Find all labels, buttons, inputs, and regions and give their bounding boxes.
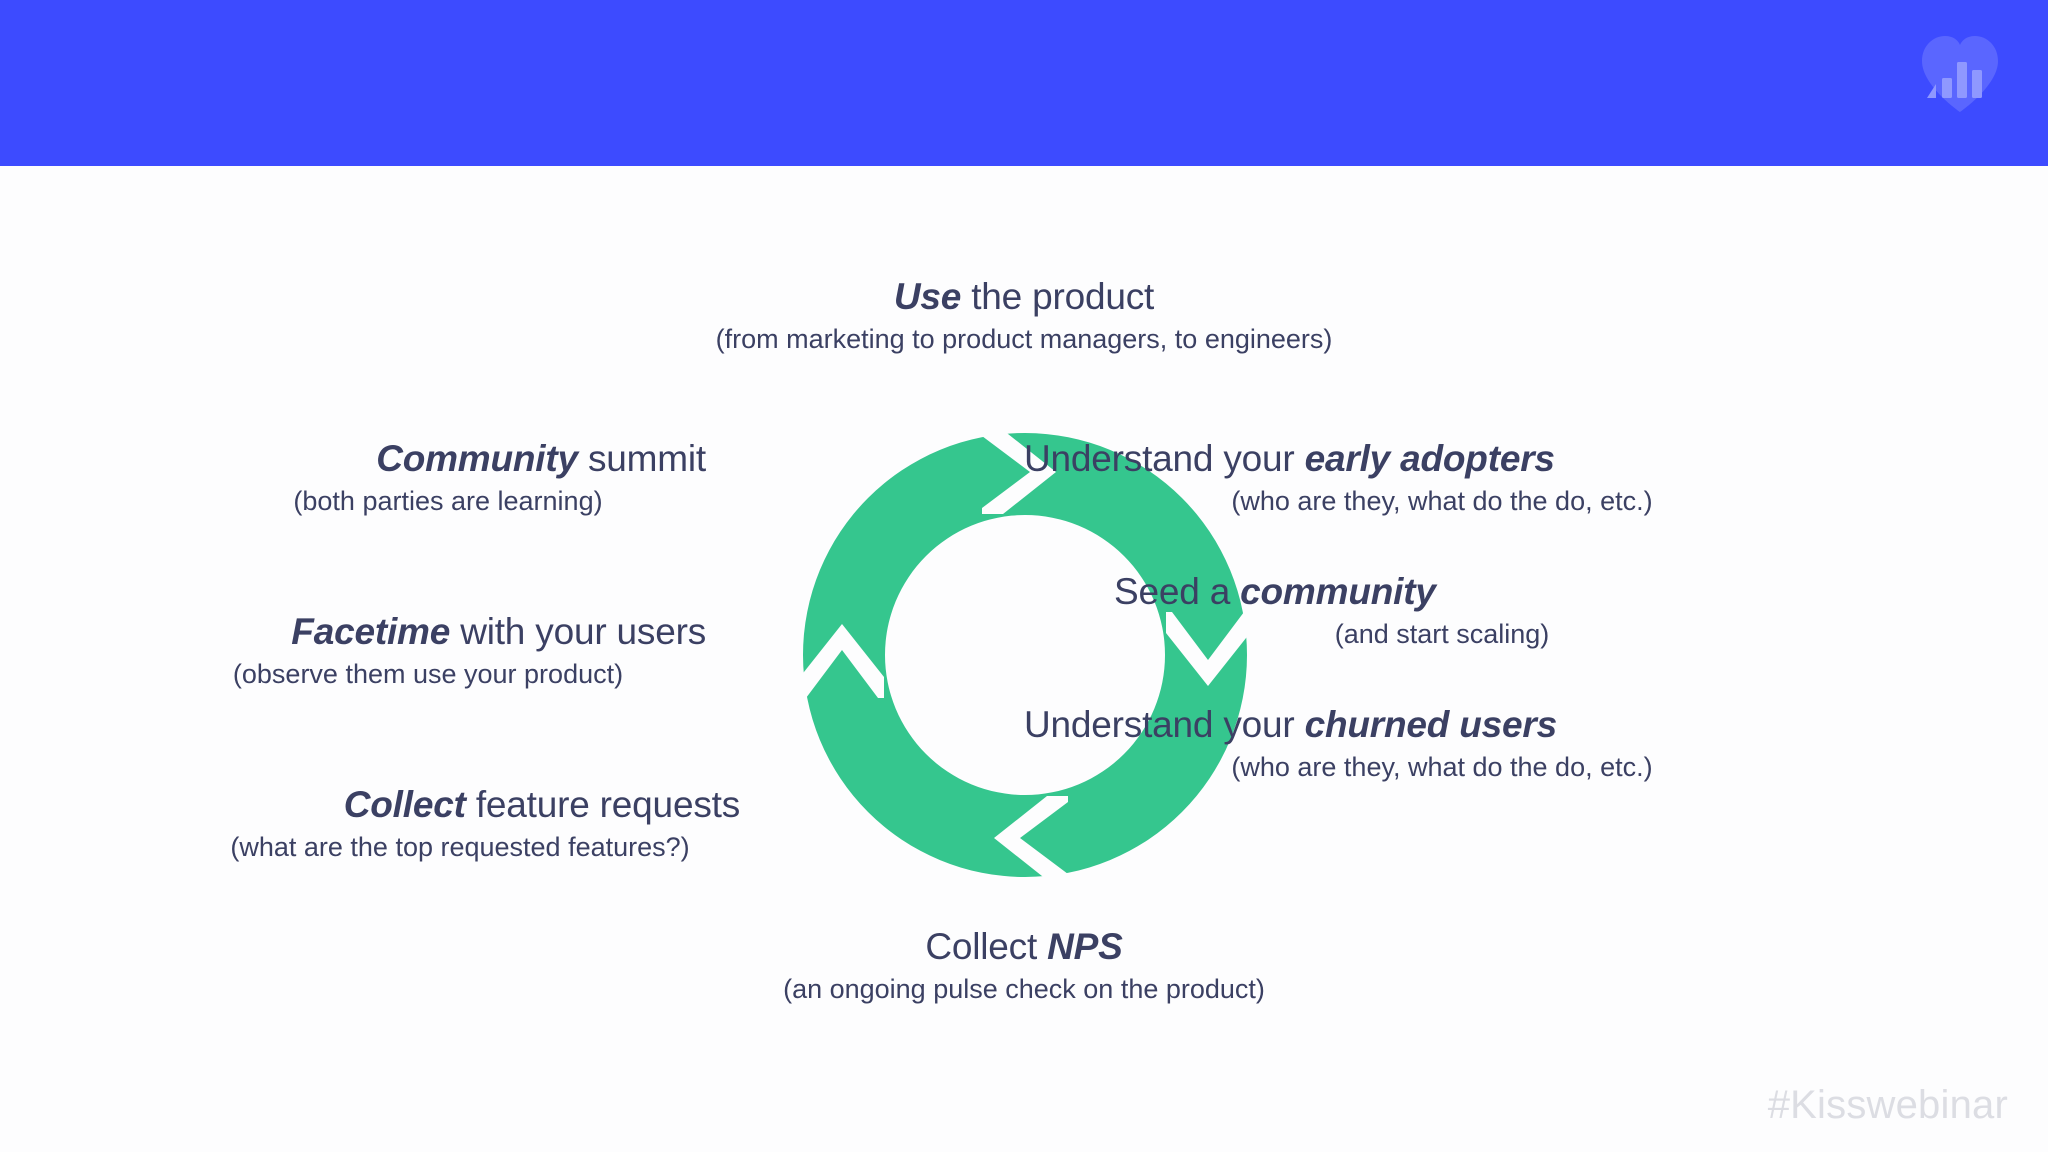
- callout-headline: Understand your churned users: [1024, 706, 1860, 743]
- circular-cycle-diagram: [798, 428, 1252, 882]
- callout-headline-rest: feature requests: [465, 784, 740, 825]
- callout-subline: (observe them use your product): [232, 659, 624, 689]
- callout-headline-rest: summit: [577, 438, 706, 479]
- callout-headline-pre: Collect: [925, 926, 1048, 967]
- callout-headline: Use the product: [424, 278, 1624, 315]
- arrowhead-notch-top: [982, 430, 1056, 514]
- callout-headline-emphasis: Use: [893, 276, 962, 317]
- callout-headline-emphasis: NPS: [1047, 926, 1123, 967]
- callout-collect-nps: Collect NPS (an ongoing pulse check on t…: [424, 928, 1624, 1003]
- callout-headline: Collect NPS: [424, 928, 1624, 965]
- callout-subline: (who are they, what do the do, etc.): [1231, 752, 1653, 782]
- callout-headline-pre: Seed a: [1114, 571, 1241, 612]
- callout-seed-a-community: Seed a community (and start scaling): [1024, 573, 1860, 648]
- hashtag-watermark: #Kisswebinar: [1767, 1083, 2008, 1127]
- arrowhead-notch-left: [800, 624, 884, 698]
- callout-headline: Seed a community: [1024, 573, 1860, 610]
- callout-headline-rest: with your users: [450, 611, 706, 652]
- cycle-segment-top-right: [1025, 433, 1247, 655]
- cycle-segment-top-left: [803, 433, 1025, 655]
- callout-subline: (from marketing to product managers, to …: [715, 324, 1333, 354]
- callout-subline: (both parties are learning): [293, 486, 603, 516]
- callout-headline-emphasis: community: [1240, 571, 1436, 612]
- callout-headline-emphasis: Collect: [343, 784, 466, 825]
- cycle-arrow-segments: [803, 433, 1247, 877]
- callout-headline: Collect feature requests: [150, 786, 770, 823]
- callout-headline-emphasis: Facetime: [291, 611, 451, 652]
- callout-headline-pre: Understand your: [1024, 704, 1305, 745]
- kissmetrics-heart-bar-chart-logo: [1914, 28, 2006, 114]
- cycle-segment-bottom-right: [1025, 655, 1247, 877]
- header-band: [0, 0, 2048, 166]
- callout-subline: (what are the top requested features?): [230, 832, 690, 862]
- callout-understand-churned-users: Understand your churned users (who are t…: [1024, 706, 1860, 781]
- callout-facetime-with-users: Facetime with your users (observe them u…: [150, 613, 706, 688]
- callout-headline: Facetime with your users: [150, 613, 706, 650]
- callout-collect-feature-requests: Collect feature requests (what are the t…: [150, 786, 770, 861]
- callout-headline: Understand your early adopters: [1024, 440, 1860, 477]
- cycle-arrowhead-notches: [800, 430, 1250, 880]
- callout-headline-pre: Understand your: [1024, 438, 1305, 479]
- callout-headline-emphasis: Community: [376, 438, 578, 479]
- callout-headline: Community summit: [190, 440, 706, 477]
- callout-headline-rest: the product: [961, 276, 1155, 317]
- callout-subline: (an ongoing pulse check on the product): [783, 974, 1265, 1004]
- callout-headline-emphasis: early adopters: [1304, 438, 1555, 479]
- callout-headline-emphasis: churned users: [1304, 704, 1558, 745]
- cycle-segment-bottom-left: [803, 655, 1025, 877]
- callout-subline: (and start scaling): [1334, 619, 1550, 649]
- callout-subline: (who are they, what do the do, etc.): [1231, 486, 1653, 516]
- arrowhead-notch-right: [1166, 612, 1250, 686]
- callout-community-summit: Community summit (both parties are learn…: [190, 440, 706, 515]
- arrowhead-notch-bottom: [994, 796, 1068, 880]
- callout-understand-early-adopters: Understand your early adopters (who are …: [1024, 440, 1860, 515]
- callout-use-the-product: Use the product (from marketing to produ…: [424, 278, 1624, 353]
